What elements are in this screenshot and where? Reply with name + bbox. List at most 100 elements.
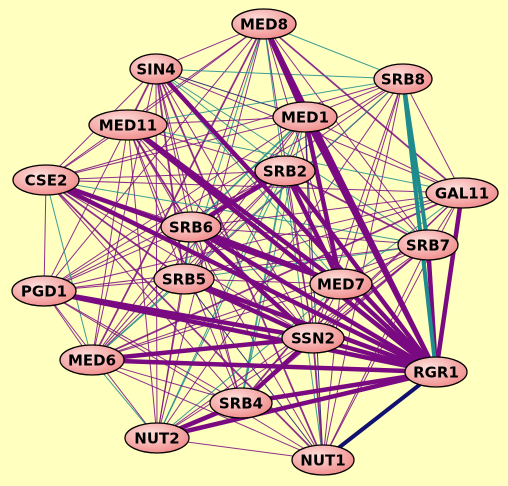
- node-ssn2[interactable]: SSN2: [281, 322, 345, 354]
- node-shape: [59, 344, 125, 376]
- node-shape: [124, 422, 190, 454]
- edge-srb6-med6: [91, 226, 192, 361]
- node-shape: [11, 275, 77, 307]
- edge-med11-ssn2: [127, 124, 314, 339]
- node-shape: [291, 444, 355, 476]
- heavy-edge-med1-rgr1: [302, 114, 439, 375]
- node-label: NUT1: [300, 452, 345, 470]
- node-nut1[interactable]: NUT1: [291, 444, 355, 476]
- edge-med1-ssn2: [304, 116, 314, 339]
- node-label: SRB5: [162, 271, 206, 289]
- node-label: SSN2: [291, 330, 335, 348]
- edge-med8-cse2: [45, 23, 265, 181]
- heavy-edge-med1-med7: [302, 114, 344, 287]
- heavy-edge-srb2-rgr1: [282, 168, 439, 375]
- node-shape: [160, 211, 222, 243]
- heavy-edge-med8-med1: [261, 21, 308, 120]
- node-srb8[interactable]: SRB8: [373, 63, 433, 95]
- edge-cse2-pgd1: [43, 179, 47, 292]
- heavy-edge-sin4-rgr1: [153, 66, 439, 375]
- node-sin4[interactable]: SIN4: [129, 53, 183, 85]
- node-rgr1[interactable]: RGR1: [404, 356, 468, 388]
- node-shape: [397, 229, 459, 261]
- node-label: SRB7: [406, 237, 450, 255]
- node-label: MED1: [281, 109, 329, 127]
- node-med11[interactable]: MED11: [88, 109, 168, 141]
- node-shape: [209, 387, 273, 419]
- node-nut2[interactable]: NUT2: [124, 422, 190, 454]
- heavy-edge-srb6-ssn2: [188, 224, 316, 341]
- edge-srb8-med11: [127, 78, 404, 126]
- node-med6[interactable]: MED6: [59, 344, 125, 376]
- node-shape: [231, 8, 297, 40]
- edge-med1-cse2: [45, 116, 306, 181]
- heavy-edge-gal11-rgr1: [433, 190, 465, 375]
- edge-srb5-nut1: [183, 278, 324, 461]
- edge-pgd1-nut1: [43, 290, 324, 461]
- node-gal11[interactable]: GAL11: [425, 177, 499, 209]
- node-srb2[interactable]: SRB2: [254, 155, 316, 187]
- node-srb6[interactable]: SRB6: [160, 211, 222, 243]
- edge-srb2-nut2: [156, 170, 286, 439]
- edge-med8-pgd1: [43, 23, 265, 292]
- node-shape: [129, 53, 183, 85]
- edge-med1-gal11: [304, 116, 463, 194]
- edge-sin4-srb2: [155, 68, 286, 172]
- edge-gal11-pgd1: [43, 192, 463, 292]
- node-label: PGD1: [21, 283, 67, 301]
- node-label: SRB2: [263, 163, 307, 181]
- edge-srb5-nut2: [156, 278, 185, 439]
- node-label: NUT2: [134, 430, 179, 448]
- node-srb4[interactable]: SRB4: [209, 387, 273, 419]
- edge-pgd1-srb4: [43, 290, 242, 404]
- node-label: SIN4: [136, 61, 175, 79]
- node-shape: [373, 63, 433, 95]
- node-med7[interactable]: MED7: [309, 268, 373, 300]
- edge-med11-med6: [91, 124, 129, 361]
- node-label: MED11: [99, 117, 158, 135]
- heavy-edge-med11-med7: [125, 122, 344, 287]
- node-med8[interactable]: MED8: [231, 8, 297, 40]
- node-label: SRB4: [219, 395, 263, 413]
- heavy-edge-srb2-med7: [282, 168, 344, 287]
- node-cse2[interactable]: CSE2: [12, 164, 80, 196]
- edge-med6-nut1: [91, 359, 324, 461]
- edge-med8-srb7: [263, 23, 429, 246]
- node-srb5[interactable]: SRB5: [153, 263, 215, 295]
- edge-cse2-gal11: [45, 179, 463, 194]
- node-shape: [254, 155, 316, 187]
- edge-med11-srb5: [127, 124, 185, 280]
- heavy-edge-srb6-rgr1: [188, 224, 439, 375]
- node-label: SRB6: [169, 219, 213, 237]
- node-shape: [88, 109, 168, 141]
- edge-med1-srb7: [304, 116, 429, 246]
- node-label: GAL11: [435, 185, 489, 203]
- edge-med8-nut1: [263, 23, 324, 461]
- node-label: MED6: [68, 352, 116, 370]
- node-pgd1[interactable]: PGD1: [11, 275, 77, 307]
- node-med1[interactable]: MED1: [272, 101, 338, 133]
- edge-sin4-srb8: [155, 68, 404, 80]
- edge-med8-med7: [263, 23, 342, 285]
- node-label: RGR1: [413, 364, 459, 382]
- heavy-edge-nut2-rgr1: [154, 369, 439, 441]
- node-shape: [309, 268, 373, 300]
- node-shape: [404, 356, 468, 388]
- node-shape: [281, 322, 345, 354]
- node-shape: [272, 101, 338, 133]
- node-srb7[interactable]: SRB7: [397, 229, 459, 261]
- edge-srb2-cse2: [45, 170, 286, 181]
- node-shape: [425, 177, 499, 209]
- edge-srb7-nut1: [322, 244, 429, 461]
- heavy-edge-med6-ssn2: [89, 335, 316, 363]
- edge-srb8-cse2: [45, 78, 404, 181]
- edge-sin4-srb6: [155, 68, 192, 228]
- node-label: MED7: [317, 276, 365, 294]
- node-label: SRB8: [381, 71, 425, 89]
- edge-cse2-med6: [45, 179, 93, 361]
- heavy-edge-med6-rgr1: [89, 357, 439, 375]
- heavy-edge-med11-rgr1: [125, 122, 439, 375]
- edge-cse2-srb5: [45, 179, 185, 280]
- heavy-edge-med7-rgr1: [338, 281, 439, 375]
